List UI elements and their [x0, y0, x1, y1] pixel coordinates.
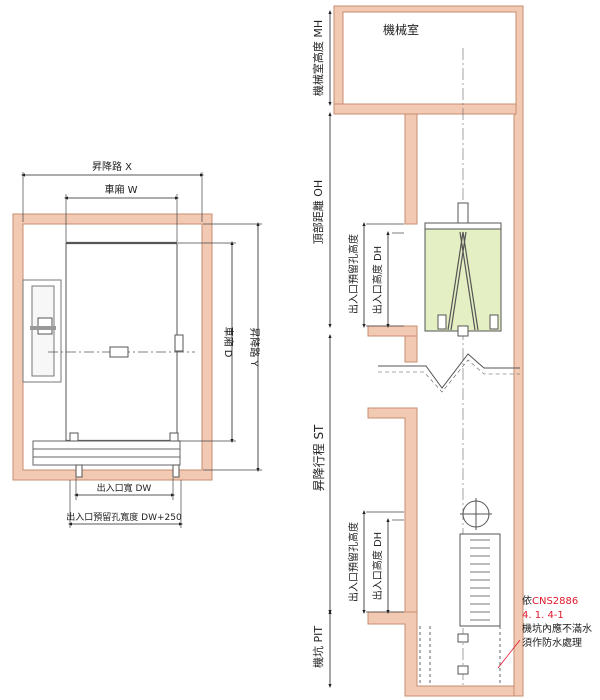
machine-room-label: 機械室 — [383, 22, 419, 37]
car-depth-label: 車廂 D — [222, 327, 235, 358]
note-standard: CNS2886 — [532, 596, 578, 607]
plan-door-sill — [32, 432, 181, 478]
note-line-2: 須作防水處理 — [522, 636, 582, 649]
machine-room-floor — [333, 103, 517, 115]
opening-width-label: 出入口預留孔寬度 DW+250 — [66, 511, 182, 523]
upper-landing-slab — [367, 325, 418, 337]
door-width-label: 出入口寬 DW — [97, 482, 152, 494]
pit-walls — [367, 611, 515, 697]
pit-label: 機坑 PIT — [311, 626, 325, 668]
waterproof-note: 依CNS2886 4. 1. 4-1 機坑內應不滿水 須作防水處理 — [522, 594, 592, 649]
overhead-label: 頂部距離 OH — [311, 180, 325, 244]
note-line-1: 機坑內應不滿水 — [522, 622, 592, 635]
plan-shaft-wall — [12, 213, 213, 481]
upper-car — [424, 202, 502, 337]
lower-counterweight — [419, 498, 501, 686]
shaft-depth-label: 昇降路 Y — [248, 327, 261, 367]
upper-landing-wall-top — [404, 113, 418, 225]
travel-label: 昇降行程 ST — [311, 424, 326, 491]
upper-landing-wall-bottom — [404, 335, 418, 363]
section-view: 機械室 — [311, 5, 524, 697]
plan-car — [65, 242, 178, 442]
plan-view: 昇降路 X 車廂 W 車廂 D 昇降路 Y 出入口寬 DW 出入口預留孔寬度 D… — [12, 160, 262, 528]
machine-room-height-label: 機械室高度 MH — [311, 20, 325, 96]
note-prefix: 依 — [522, 594, 532, 607]
lower-opening-height-label: 出入口預留孔高度 — [347, 522, 360, 602]
plan-guide-rail — [174, 334, 184, 352]
break-line — [378, 353, 520, 389]
car-width-label: 車廂 W — [104, 183, 137, 196]
plan-counterweight — [22, 279, 62, 383]
lower-door-height-label: 出入口高度 DH — [371, 532, 384, 600]
note-clause: 4. 1. 4-1 — [522, 610, 564, 621]
upper-door-height-label: 出入口高度 DH — [371, 246, 384, 314]
svg-text:依CNS2886: 依CNS2886 — [522, 594, 578, 607]
shaft-width-label: 昇降路 X — [92, 160, 132, 173]
upper-opening-height-label: 出入口預留孔高度 — [347, 234, 360, 314]
